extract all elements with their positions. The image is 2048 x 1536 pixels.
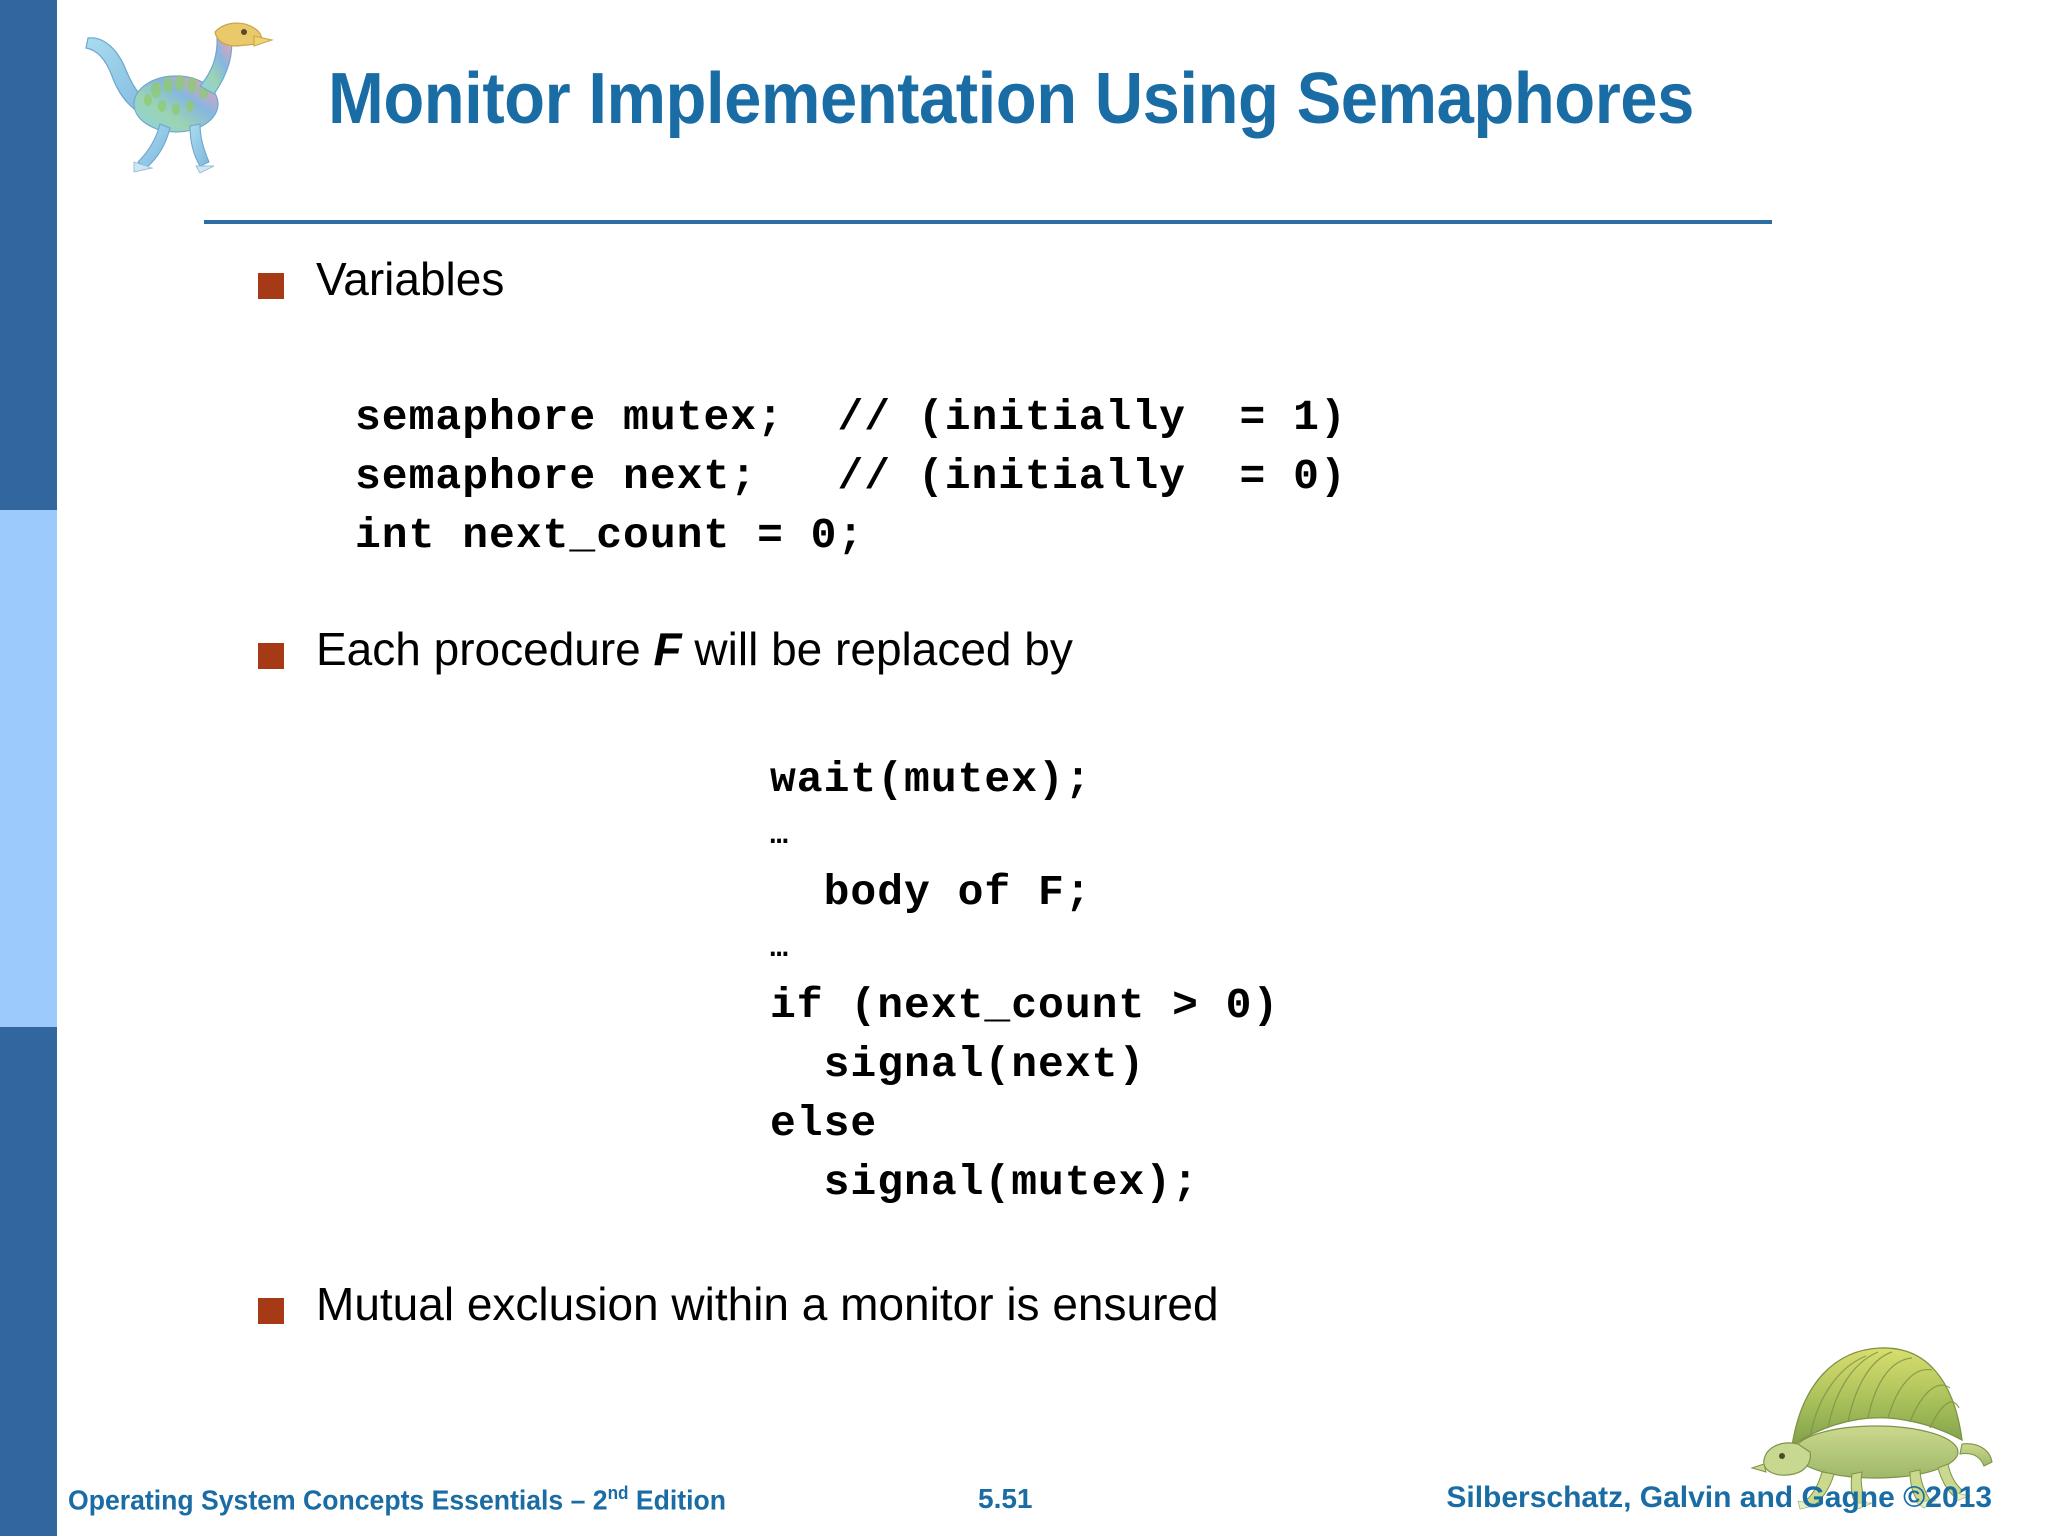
footer-edition-main: Operating System Concepts Essentials – 2 <box>68 1484 608 1516</box>
bullet-procedure-prefix: Each procedure <box>316 623 654 675</box>
title-block: Monitor Implementation Using Semaphores <box>100 26 2020 224</box>
bullet-square-icon <box>258 273 284 299</box>
code-line-signal-mutex: signal(mutex); <box>770 1158 1199 1207</box>
bullet-item-variables: Variables <box>258 255 504 303</box>
bullet-item-mutual-exclusion: Mutual exclusion within a monitor is ens… <box>258 1280 1219 1328</box>
code-block-procedure: wait(mutex); … body of F; … if (next_count … <box>770 750 1279 1212</box>
code-line-else: else <box>770 1099 878 1148</box>
page-title: Monitor Implementation Using Semaphores <box>328 59 1694 139</box>
bullet-square-icon <box>258 643 284 669</box>
sidebar-rail-edge <box>57 0 61 1536</box>
code-block-variables: semaphore mutex; // (initially = 1) sema… <box>355 393 1347 560</box>
code-ellipsis-2: … <box>770 932 790 966</box>
bullet-square-icon <box>258 1298 284 1324</box>
sidebar-rail-top <box>0 0 57 510</box>
bullet-label-variables: Variables <box>316 253 505 305</box>
footer-edition: Operating System Concepts Essentials – 2… <box>68 1483 726 1516</box>
footer-page-number: 5.51 <box>978 1483 1033 1514</box>
footer-edition-ordinal: nd <box>607 1483 629 1503</box>
code-line-body: body of F; <box>770 868 1092 917</box>
code-line-wait: wait(mutex); <box>770 755 1092 804</box>
bullet-procedure-suffix: will be replaced by <box>681 623 1073 675</box>
code-ellipsis-1: … <box>770 819 790 853</box>
code-line-signal-next: signal(next) <box>770 1040 1146 1089</box>
title-divider <box>204 220 1772 224</box>
bullet-label-procedure: Each procedure F will be replaced by <box>316 625 1073 673</box>
footer-edition-tail: Edition <box>628 1484 727 1516</box>
bullet-label-mutual-exclusion: Mutual exclusion within a monitor is ens… <box>316 1278 1219 1330</box>
sidebar-rail-middle <box>0 510 57 1027</box>
dinosaur-illustration-icon <box>85 22 274 174</box>
code-line-if: if (next_count > 0) <box>770 981 1280 1030</box>
bullet-item-procedure: Each procedure F will be replaced by <box>258 625 1073 673</box>
footer-copyright: Silberschatz, Galvin and Gagne ©2013 <box>1446 1481 1992 1514</box>
bullet-procedure-emphasis: F <box>653 623 682 675</box>
sidebar-rail-bottom <box>0 1027 57 1536</box>
dimetrodon-illustration-icon <box>1750 1347 1993 1510</box>
